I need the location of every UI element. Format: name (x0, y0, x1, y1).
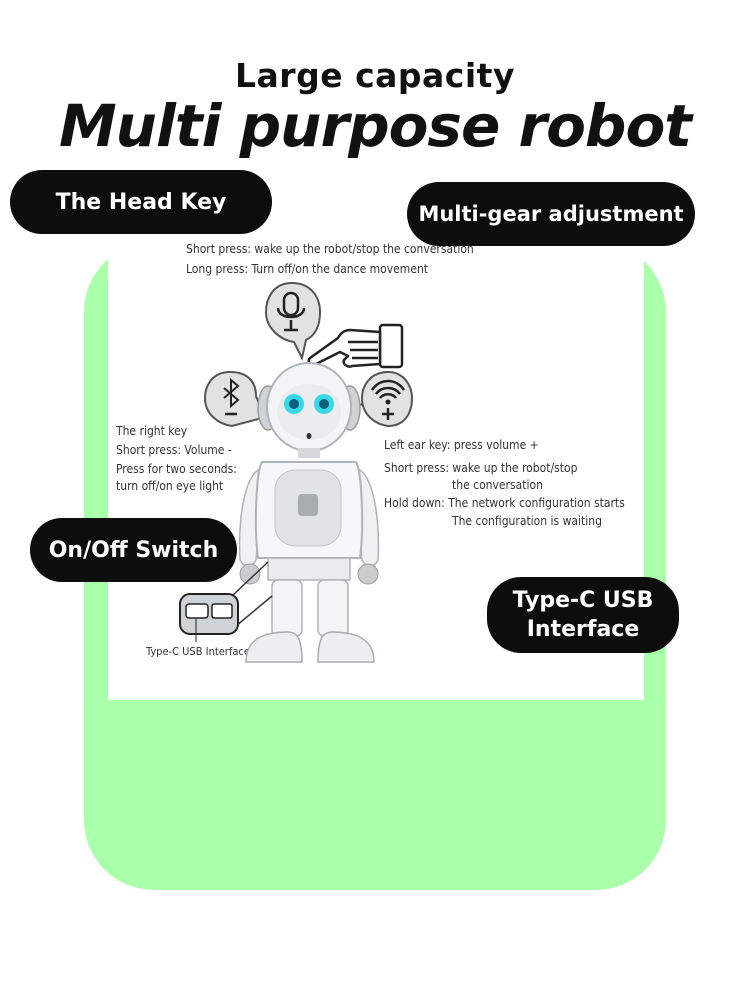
microphone-icon (264, 281, 322, 361)
subtitle: Large capacity (235, 56, 515, 95)
typec-usb-label: Type-C USB Interface (487, 577, 679, 653)
left-hold-line1: Hold down: The network configuration sta… (384, 496, 625, 510)
left-short-press-line1: Short press: wake up the robot/stop (384, 461, 578, 475)
head-key-short-press-text: Short press: wake up the robot/stop the … (186, 242, 474, 256)
multi-gear-label-text: Multi-gear adjustment (418, 202, 684, 226)
robot-illustration (238, 362, 380, 663)
right-key-hold-line1: Press for two seconds: (116, 462, 237, 476)
head-key-long-press-text: Long press: Turn off/on the dance moveme… (186, 262, 429, 276)
pointing-hand-icon (307, 323, 404, 369)
bluetooth-icon (203, 370, 264, 428)
right-key-title: The right key (116, 424, 188, 438)
on-off-switch-label: On/Off Switch (30, 518, 237, 582)
head-key-label-text: The Head Key (55, 189, 227, 215)
page-title: Multi purpose robot (58, 92, 692, 160)
left-ear-key-text: Left ear key: press volume + (384, 438, 539, 452)
right-key-short-press: Short press: Volume - (116, 443, 232, 457)
head-key-label: The Head Key (10, 170, 272, 234)
typec-usb-label-line1: Type-C USB (512, 588, 654, 613)
multi-gear-label: Multi-gear adjustment (407, 182, 695, 246)
on-off-switch-label-text: On/Off Switch (48, 537, 219, 563)
usb-caption: Type-C USB Interface (146, 645, 250, 658)
wifi-icon (349, 370, 414, 428)
usb-port-callout (179, 561, 273, 642)
left-hold-line2: The configuration is waiting (452, 514, 602, 528)
right-key-hold-line2: turn off/on eye light (116, 479, 224, 493)
typec-usb-label-line2: Interface (526, 617, 640, 642)
left-short-press-line2: the conversation (452, 478, 543, 492)
